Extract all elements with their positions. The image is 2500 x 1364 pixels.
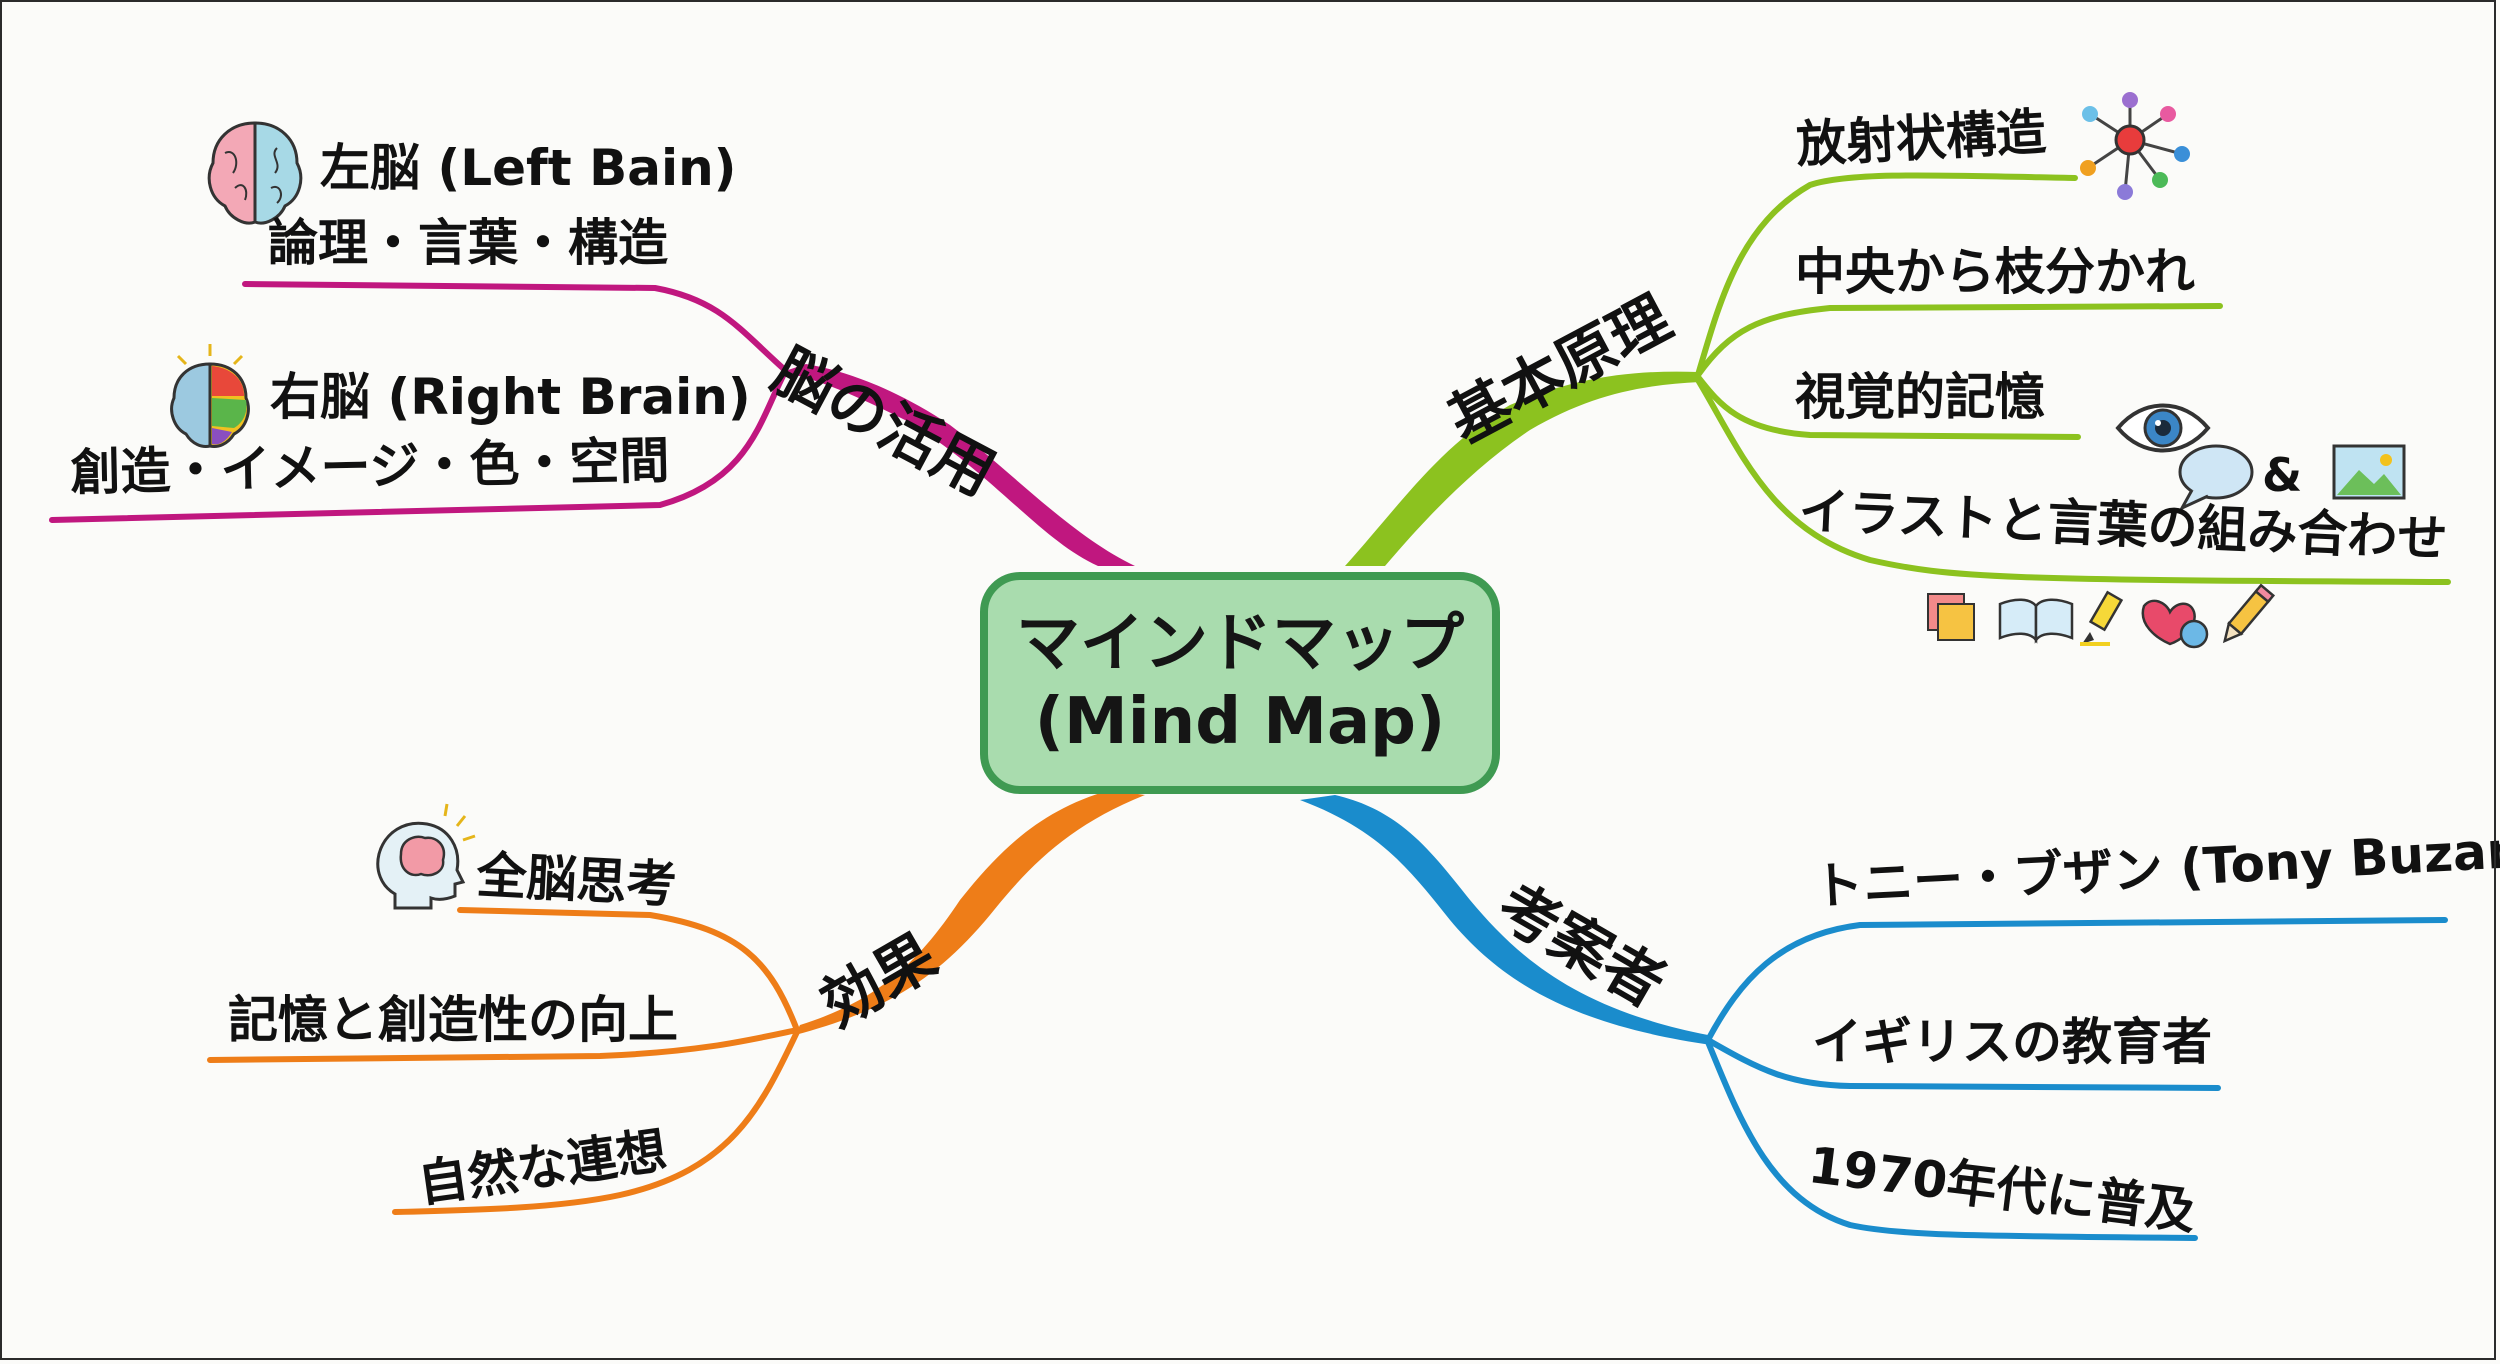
right-brain-label: 右脳 (Right Brain) — [270, 368, 751, 426]
speech-bubble-icon — [2178, 444, 2254, 512]
radial-network-icon — [2080, 92, 2190, 200]
inventor-item-2: イギリスの教育者 — [1812, 1013, 2212, 1071]
book-icon — [1998, 598, 2074, 644]
highlighter-icon — [2080, 590, 2124, 646]
effects-sub-branch-3 — [392, 1029, 800, 1215]
inventor-sub-branch-1 — [1705, 917, 2448, 1043]
inventor-sub-branch-2 — [1705, 1037, 2221, 1091]
ampersand-label: & — [2262, 448, 2303, 502]
principles-sub-branch-2 — [1695, 303, 2223, 378]
principle-item-1: 放射状構造 — [1794, 102, 2048, 174]
brain-use-sub-branch-right-brain — [49, 369, 788, 523]
effects-sub-branch-2 — [207, 1027, 800, 1063]
right-brain-icon — [170, 344, 250, 448]
right-brain-description: 創造・イメージ・色・空間 — [69, 431, 670, 502]
central-topic-title-en: (Mind Map) — [1034, 685, 1446, 759]
left-brain-label: 左脳 (Left Bain) — [320, 139, 737, 197]
effects-sub-branch-1 — [457, 907, 800, 1033]
brain-use-main-branch — [782, 364, 1135, 566]
shapes-icon — [2141, 599, 2209, 649]
central-topic-title-ja: マインドマップ — [1016, 606, 1464, 681]
inventor-main-branch — [1300, 795, 1712, 1045]
principle-item-3: 視覚的記憶 — [1795, 368, 2045, 426]
head-brain-icon — [376, 803, 476, 910]
principles-sub-branch-1 — [1695, 172, 2078, 378]
principles-main-branch — [1345, 371, 1700, 566]
principles-sub-branch-4 — [1695, 377, 2451, 585]
brain-use-sub-branch-left-brain — [242, 281, 788, 373]
left-brain-icon — [207, 121, 303, 225]
eye-icon — [2115, 403, 2211, 453]
effect-item-1: 全脳思考 — [475, 846, 678, 915]
effects-main-branch — [795, 790, 1145, 1035]
sticky-notes-icon — [1927, 593, 1975, 641]
inventor-sub-branch-3 — [1705, 1039, 2198, 1241]
effect-item-2: 記憶と創造性の向上 — [228, 991, 678, 1049]
picture-icon — [2332, 444, 2406, 500]
left-brain-description: 論理・言葉・構造 — [268, 214, 668, 272]
central-topic-node: マインドマップ (Mind Map) — [980, 572, 1500, 794]
principles-sub-branch-3 — [1695, 374, 2081, 440]
principle-item-2: 中央から枝分かれ — [1795, 243, 2195, 301]
pencil-icon — [2222, 583, 2276, 644]
